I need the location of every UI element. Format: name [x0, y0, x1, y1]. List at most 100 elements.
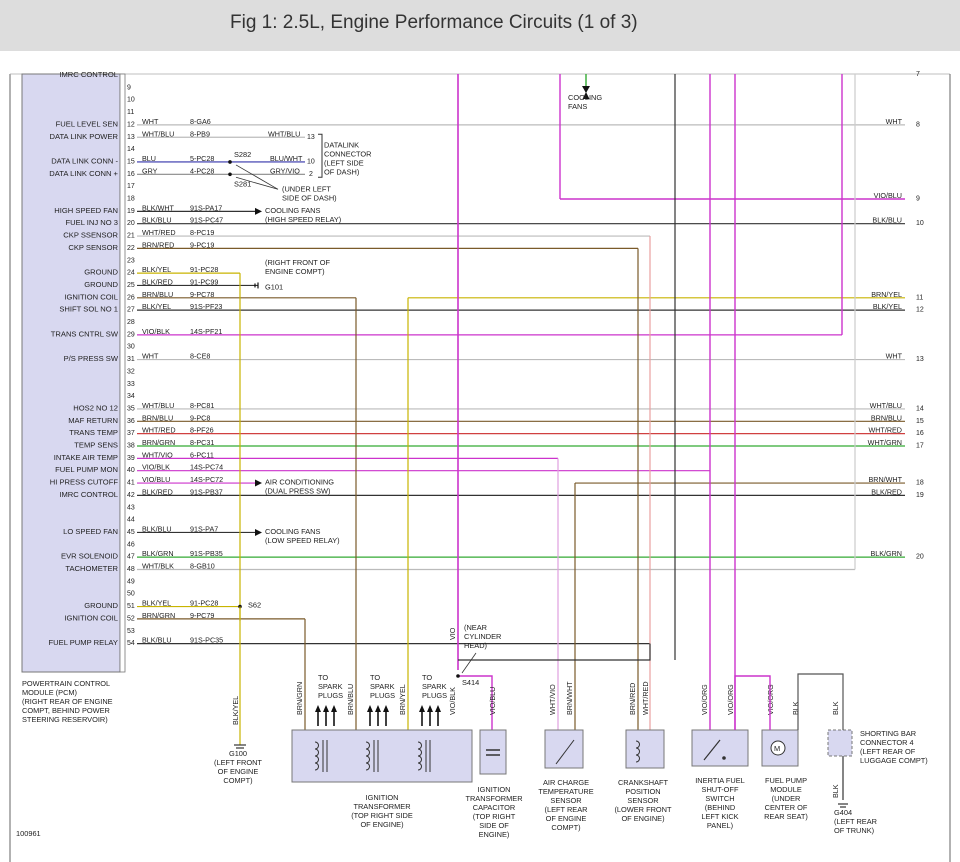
crank-sensor-winding — [635, 754, 640, 763]
pcm-pin-number: 39 — [127, 455, 135, 462]
pcm-pin-number: 24 — [127, 270, 135, 277]
pcm-signal-label: LO SPEED FAN — [63, 527, 118, 536]
pcm-pin-row: 23 — [127, 257, 135, 264]
right-wire-color-label: WHT/GRN — [868, 438, 902, 447]
wire-color-label: BLK/RED — [142, 277, 173, 286]
coil-winding — [417, 762, 422, 771]
pcm-pin-number: 21 — [127, 233, 135, 240]
pcm-pin-number: 18 — [127, 196, 135, 203]
arrow-up-icon — [419, 705, 425, 712]
pcm-pin-number: 11 — [127, 109, 134, 116]
blk-pump-wire — [797, 673, 844, 730]
circuit-id-label: 6-PC11 — [190, 450, 214, 459]
figure-title: Fig 1: 2.5L, Engine Performance Circuits… — [230, 12, 638, 33]
wire-color-label: GRY/VIO — [270, 166, 300, 175]
wire-color-label: WHT — [142, 117, 159, 126]
pcm-pin-row: 49 — [127, 578, 135, 585]
wire-color-label: BLK/WHT — [142, 203, 175, 212]
bottom-wire-label: VIO/BLK — [448, 687, 457, 715]
pcm-pin-number: 27 — [127, 307, 135, 314]
ignition-transformer-box — [291, 729, 473, 783]
circuit-id-label: 91-PC28 — [190, 599, 218, 608]
pcm-signal-label: MAF RETURN — [68, 416, 118, 425]
pcm-signal-label: FUEL INJ NO 3 — [66, 218, 118, 227]
connector-pin: 2 — [309, 171, 313, 178]
right-connector-pin: 11 — [916, 294, 923, 301]
fuel-pump-relay-wire — [458, 643, 651, 661]
pcm-pin-row: 10 — [127, 97, 135, 104]
pcm-pin-number: 40 — [127, 467, 135, 474]
shorting-bar-connector-box — [827, 729, 853, 757]
pcm-pin-number: 49 — [127, 578, 135, 585]
circuit-id-label: 8-PC19 — [190, 228, 214, 237]
wire-color-label: WHT/BLU — [142, 129, 174, 138]
wire-color-label: BLK/YEL — [142, 302, 171, 311]
circuit-id-label: 8-GB10 — [190, 562, 215, 571]
circuit-id-label: 4-PC28 — [190, 166, 214, 175]
figure-id: 100961 — [16, 829, 41, 838]
right-wire-color-label: VIO/BLU — [874, 191, 902, 200]
right-connector-pin: 17 — [916, 443, 924, 450]
pcm-pin-number: 28 — [127, 319, 135, 326]
pcm-pin-number: 52 — [127, 615, 135, 622]
circuit-id-label: 14S-PC72 — [190, 475, 223, 484]
circuit-id-label: 9-PC78 — [190, 290, 214, 299]
pcm-pin-row: 53 — [127, 628, 135, 635]
pcm-signal-label: TRANS CNTRL SW — [51, 329, 119, 338]
connector-pin: 10 — [307, 158, 315, 165]
pcm-pin-number: 38 — [127, 443, 135, 450]
wire-color-label: BRN/BLU — [142, 290, 173, 299]
ac-label: AIR CONDITIONING(DUAL PRESS SW) — [265, 478, 334, 496]
circuit-id-label: 91S-PB35 — [190, 549, 223, 558]
pcm-signal-label: FUEL PUMP MON — [55, 465, 118, 474]
right-connector-pin: 12 — [916, 307, 924, 314]
wire-color-label: BRN/RED — [142, 240, 174, 249]
pcm-pin-row: 14 — [127, 146, 135, 153]
pcm-pin-row: IMRC CONTROL — [59, 70, 118, 79]
pcm-pin-number: 34 — [127, 393, 135, 400]
bottom-wire-label: VIO/ORG — [726, 684, 735, 715]
pcm-pin-number: 46 — [127, 541, 135, 548]
arrow-up-icon — [383, 705, 389, 712]
ignition-capacitor-box — [479, 729, 507, 775]
right-connector-pin: 7 — [916, 71, 920, 78]
right-wire-color-label: BRN/WHT — [868, 475, 902, 484]
pcm-signal-label: IMRC CONTROL — [59, 70, 118, 79]
circuit-id-label: 91-PC28 — [190, 265, 218, 274]
pcm-signal-label: IMRC CONTROL — [59, 490, 118, 499]
right-connector-pin: 15 — [916, 418, 924, 425]
pcm-signal-label: FUEL PUMP RELAY — [49, 638, 119, 647]
pcm-pin-number: 22 — [127, 245, 135, 252]
circuit-id-label: 8-GA6 — [190, 117, 211, 126]
air-charge-temp-sensor-box — [544, 729, 584, 769]
right-wire-color-label: BRN/BLU — [871, 413, 902, 422]
cooling-fans-arrow-icon — [582, 92, 590, 99]
coil-winding — [365, 762, 370, 771]
pcm-pin-number: 26 — [127, 294, 135, 301]
splice-s62-label: S62 — [248, 601, 261, 610]
switch-icon — [703, 739, 721, 761]
pcm-pin-number: 19 — [127, 208, 135, 215]
pcm-pin-number: 36 — [127, 418, 135, 425]
pcm-pin-number: 44 — [127, 517, 135, 524]
wire-color-label: WHT/RED — [142, 228, 176, 237]
